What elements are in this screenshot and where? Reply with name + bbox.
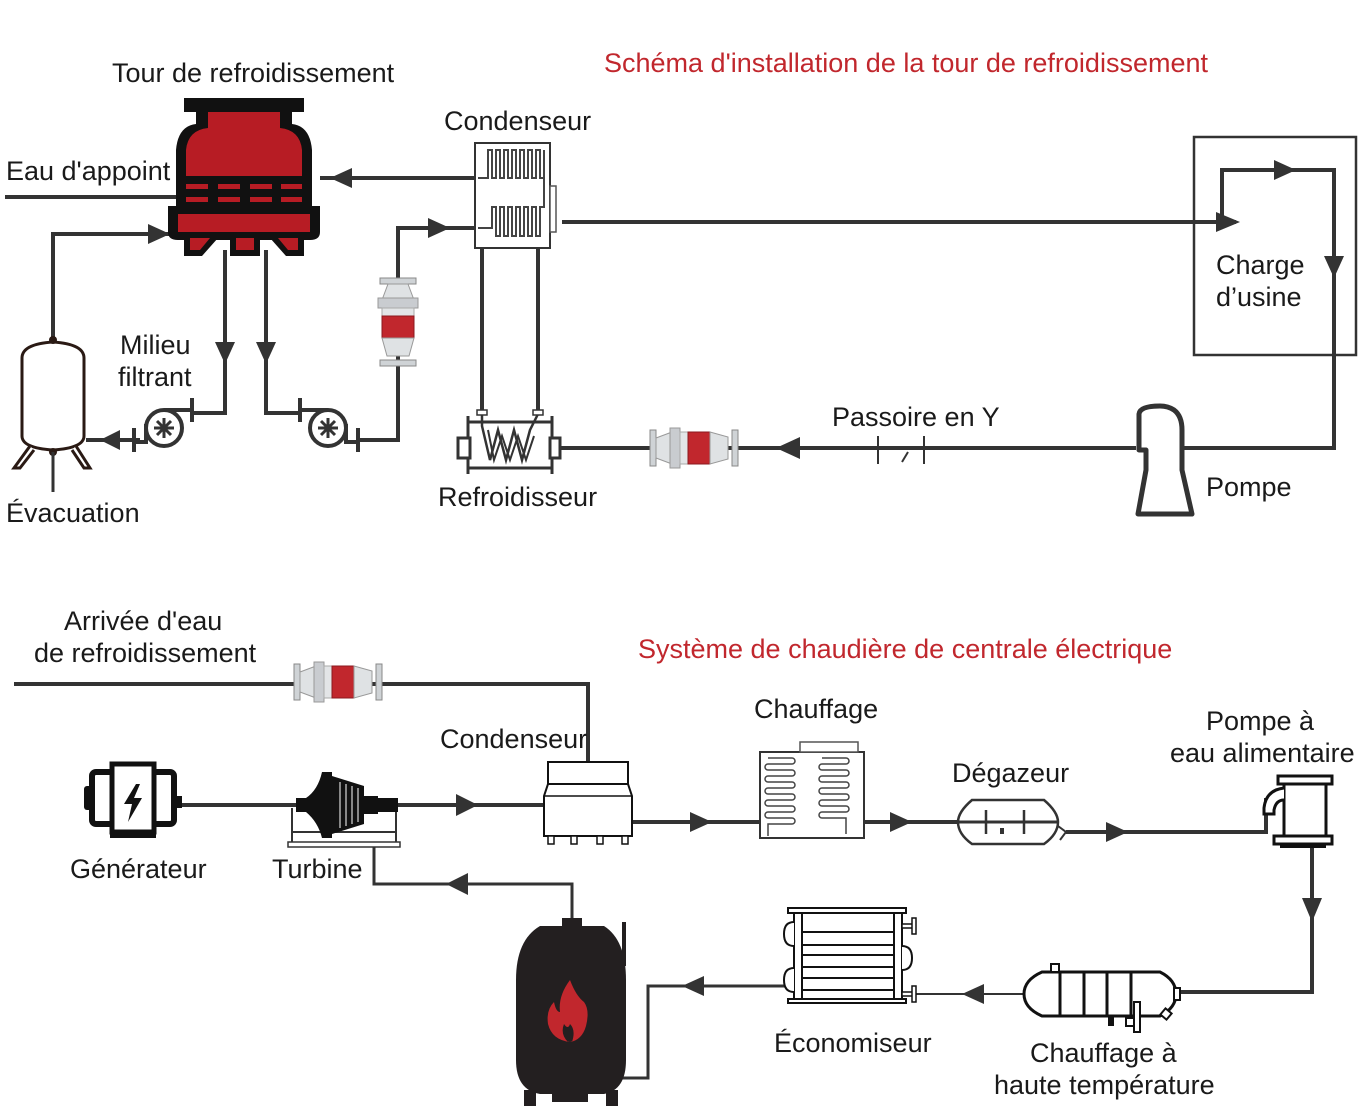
turbine-icon[interactable] xyxy=(287,772,401,848)
pipe-network-top xyxy=(5,160,1344,459)
label-y-strainer: Passoire en Y xyxy=(832,402,1000,432)
label-condenser-bottom: Condenseur xyxy=(440,724,587,754)
boiler-system-title: Système de chaudière de centrale électri… xyxy=(638,634,1172,664)
label-high-temp-heater-1: Chauffage à xyxy=(1030,1038,1178,1068)
feedwater-pump-icon[interactable] xyxy=(1262,774,1334,848)
label-turbine: Turbine xyxy=(272,854,363,884)
label-filter-media-1: Milieu xyxy=(120,330,191,360)
heater-icon[interactable] xyxy=(759,741,865,839)
scale-inhibitor-icon[interactable] xyxy=(649,427,739,469)
pressure-tank-icon[interactable] xyxy=(11,336,93,492)
label-pump: Pompe xyxy=(1206,472,1292,502)
cooling-tower-system-title: Schéma d'installation de la tour de refr… xyxy=(604,48,1208,78)
centrifugal-pump-icon[interactable] xyxy=(132,398,194,452)
generator-icon[interactable] xyxy=(84,761,182,838)
flame-icon xyxy=(547,980,588,1042)
condenser-icon[interactable] xyxy=(474,142,557,249)
high-temp-heater-icon[interactable] xyxy=(1022,963,1181,1033)
label-cooling-water-inlet-2: de refroidissement xyxy=(34,638,257,668)
label-condenser-top: Condenseur xyxy=(444,106,591,136)
label-deaerator: Dégazeur xyxy=(952,758,1069,788)
y-strainer-icon xyxy=(877,436,925,464)
label-plant-load-2: d’usine xyxy=(1216,282,1302,312)
label-generator: Générateur xyxy=(70,854,207,884)
label-heater: Chauffage xyxy=(754,694,878,724)
condenser-icon[interactable] xyxy=(543,761,633,845)
scale-inhibitor-icon[interactable] xyxy=(293,661,383,703)
label-filter-media-2: filtrant xyxy=(118,362,192,392)
label-high-temp-heater-2: haute température xyxy=(994,1070,1215,1100)
label-economizer: Économiseur xyxy=(774,1028,932,1058)
label-cooling-tower: Tour de refroidissement xyxy=(112,58,395,88)
label-plant-load-1: Charge xyxy=(1216,250,1305,280)
label-drain: Évacuation xyxy=(6,498,140,528)
vertical-pump-icon[interactable] xyxy=(1135,403,1195,517)
label-feedwater-pump-2: eau alimentaire xyxy=(1170,738,1355,768)
chiller-icon[interactable] xyxy=(456,409,562,474)
economizer-icon[interactable] xyxy=(782,907,917,1004)
label-chiller: Refroidisseur xyxy=(438,482,597,512)
scale-inhibitor-icon[interactable] xyxy=(378,278,418,366)
boiler-icon[interactable] xyxy=(516,918,626,1106)
label-feedwater-pump-1: Pompe à xyxy=(1206,706,1315,736)
plant-load-box[interactable] xyxy=(1192,135,1358,357)
label-cooling-water-inlet-1: Arrivée d'eau xyxy=(64,606,222,636)
centrifugal-pump-icon[interactable] xyxy=(298,398,360,452)
label-makeup-water: Eau d'appoint xyxy=(6,156,171,186)
deaerator-icon[interactable] xyxy=(956,798,1068,846)
cooling-tower-icon[interactable] xyxy=(168,98,320,256)
